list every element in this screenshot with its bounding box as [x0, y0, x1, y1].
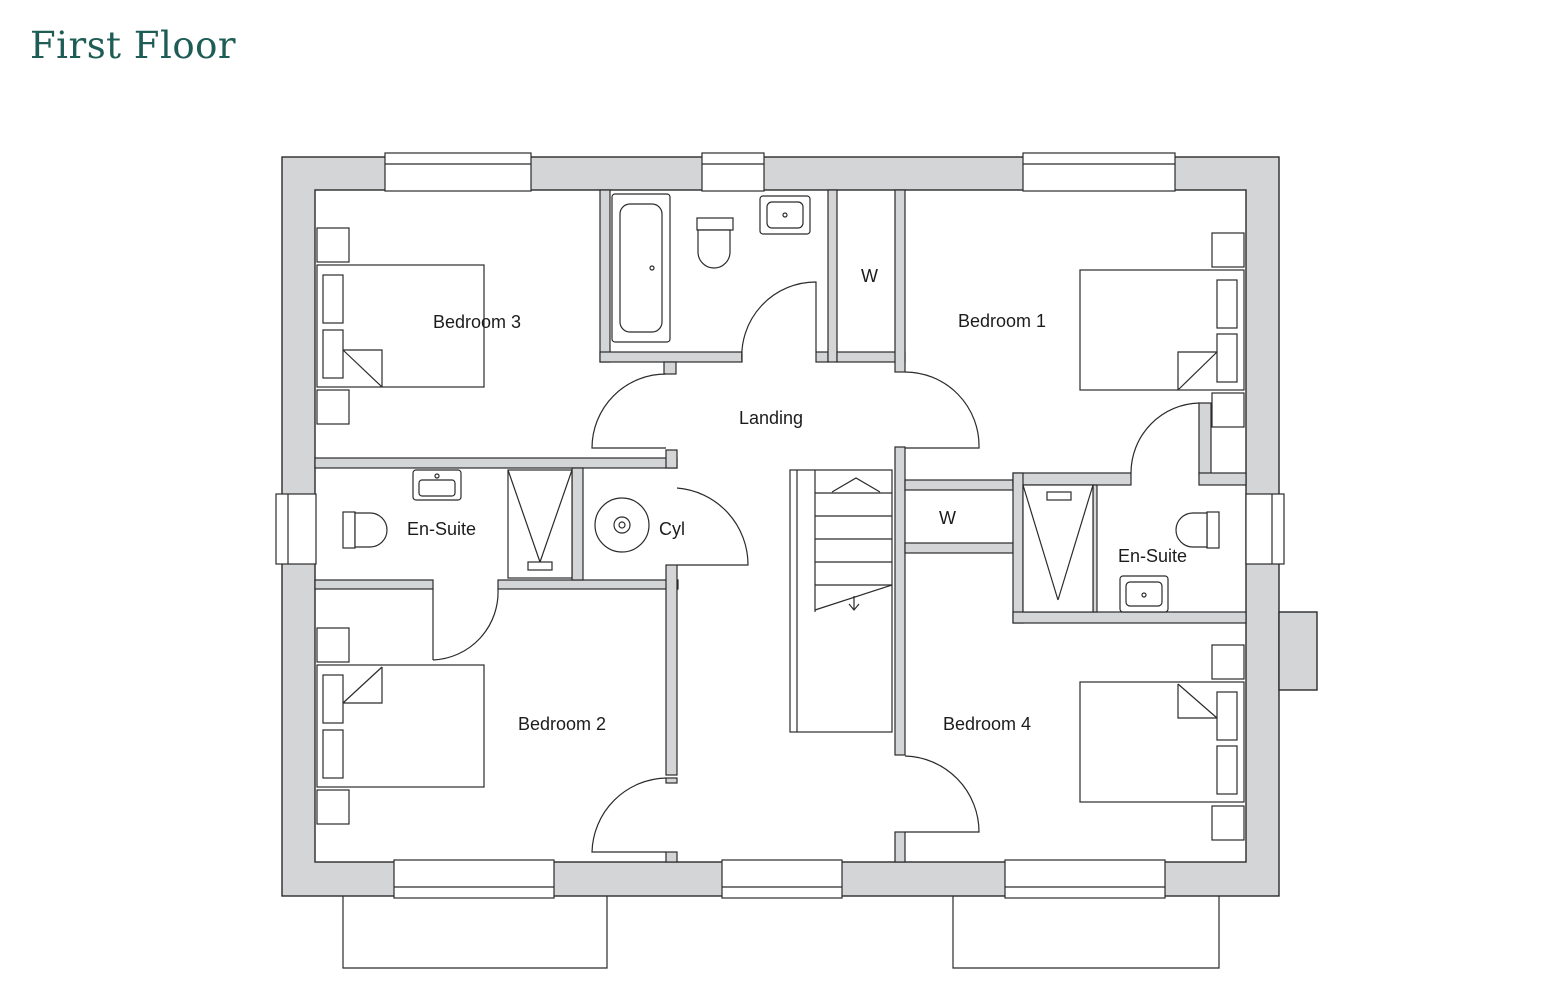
label-bedroom-4: Bedroom 4 — [943, 714, 1031, 734]
bath-inner — [619, 203, 663, 333]
partition-wall — [665, 777, 678, 784]
window — [1004, 859, 1166, 899]
door-swing — [591, 373, 667, 449]
bay-outline — [952, 896, 1220, 969]
door-swing — [432, 588, 499, 661]
partition-wall — [904, 542, 1014, 554]
label-ensuite-left: En-Suite — [407, 519, 476, 539]
shower-tray — [507, 469, 573, 579]
wc — [354, 512, 388, 548]
partition-wall — [827, 189, 838, 363]
pillow — [1216, 745, 1238, 795]
bedside-table — [1211, 392, 1245, 428]
partition-wall — [1198, 402, 1212, 476]
partition-wall — [663, 361, 677, 375]
partition-wall — [497, 579, 679, 590]
window — [275, 493, 317, 565]
label-bedroom-2: Bedroom 2 — [518, 714, 606, 734]
shower-tray — [1022, 484, 1094, 613]
wc-cistern — [1206, 511, 1220, 549]
label-wardrobe-upper: W — [861, 266, 878, 286]
window — [1022, 152, 1176, 192]
bedside-table — [1211, 644, 1245, 680]
label-bedroom-1: Bedroom 1 — [958, 311, 1046, 331]
bedside-table — [1211, 232, 1245, 268]
label-ensuite-right: En-Suite — [1118, 546, 1187, 566]
partition-wall — [665, 851, 678, 863]
partition-wall — [665, 449, 678, 469]
pillow — [1216, 333, 1238, 383]
bed — [316, 664, 485, 788]
partition-wall — [1012, 472, 1132, 486]
partition-wall — [815, 351, 829, 363]
wc-cistern — [342, 511, 356, 549]
partition-wall — [314, 457, 678, 469]
bedside-table — [316, 627, 350, 663]
bed — [316, 264, 485, 388]
door-swing — [741, 281, 817, 363]
partition-wall — [1012, 611, 1247, 624]
partition-wall — [571, 467, 584, 581]
door-swing — [676, 487, 749, 566]
bedside-table — [1211, 805, 1245, 841]
wc — [697, 229, 731, 269]
bedside-table — [316, 789, 350, 825]
door-swing — [904, 755, 980, 833]
bay-outline — [342, 896, 608, 969]
pillow — [322, 329, 344, 379]
chimney-breast — [1278, 611, 1318, 691]
wc-cistern — [696, 217, 734, 231]
bedside-table — [316, 227, 350, 263]
pillow — [1216, 691, 1238, 741]
window — [393, 859, 555, 899]
label-wardrobe-lower: W — [939, 508, 956, 528]
pillow — [322, 729, 344, 779]
label-cylinder: Cyl — [659, 519, 685, 539]
partition-wall — [1198, 472, 1247, 486]
partition-wall — [894, 189, 906, 373]
partition-wall — [599, 189, 611, 363]
page-title: First Floor — [30, 24, 237, 67]
partition-wall — [665, 564, 678, 776]
wc — [1175, 512, 1208, 548]
window — [721, 859, 843, 899]
label-landing: Landing — [739, 408, 803, 428]
window — [1245, 493, 1285, 565]
pillow — [322, 674, 344, 724]
window — [701, 152, 765, 192]
partition-wall — [314, 579, 434, 590]
partition-wall — [904, 479, 1014, 491]
door-swing — [904, 371, 980, 449]
partition-wall — [1012, 472, 1024, 624]
label-bedroom-3: Bedroom 3 — [433, 312, 521, 332]
partition-wall — [894, 446, 906, 756]
pillow — [1216, 279, 1238, 329]
partition-wall — [599, 351, 743, 363]
bedside-table — [316, 389, 350, 425]
partition-wall — [894, 831, 906, 863]
window — [384, 152, 532, 192]
door-swing — [1130, 402, 1200, 474]
door-swing — [591, 777, 667, 853]
pillow — [322, 274, 344, 324]
